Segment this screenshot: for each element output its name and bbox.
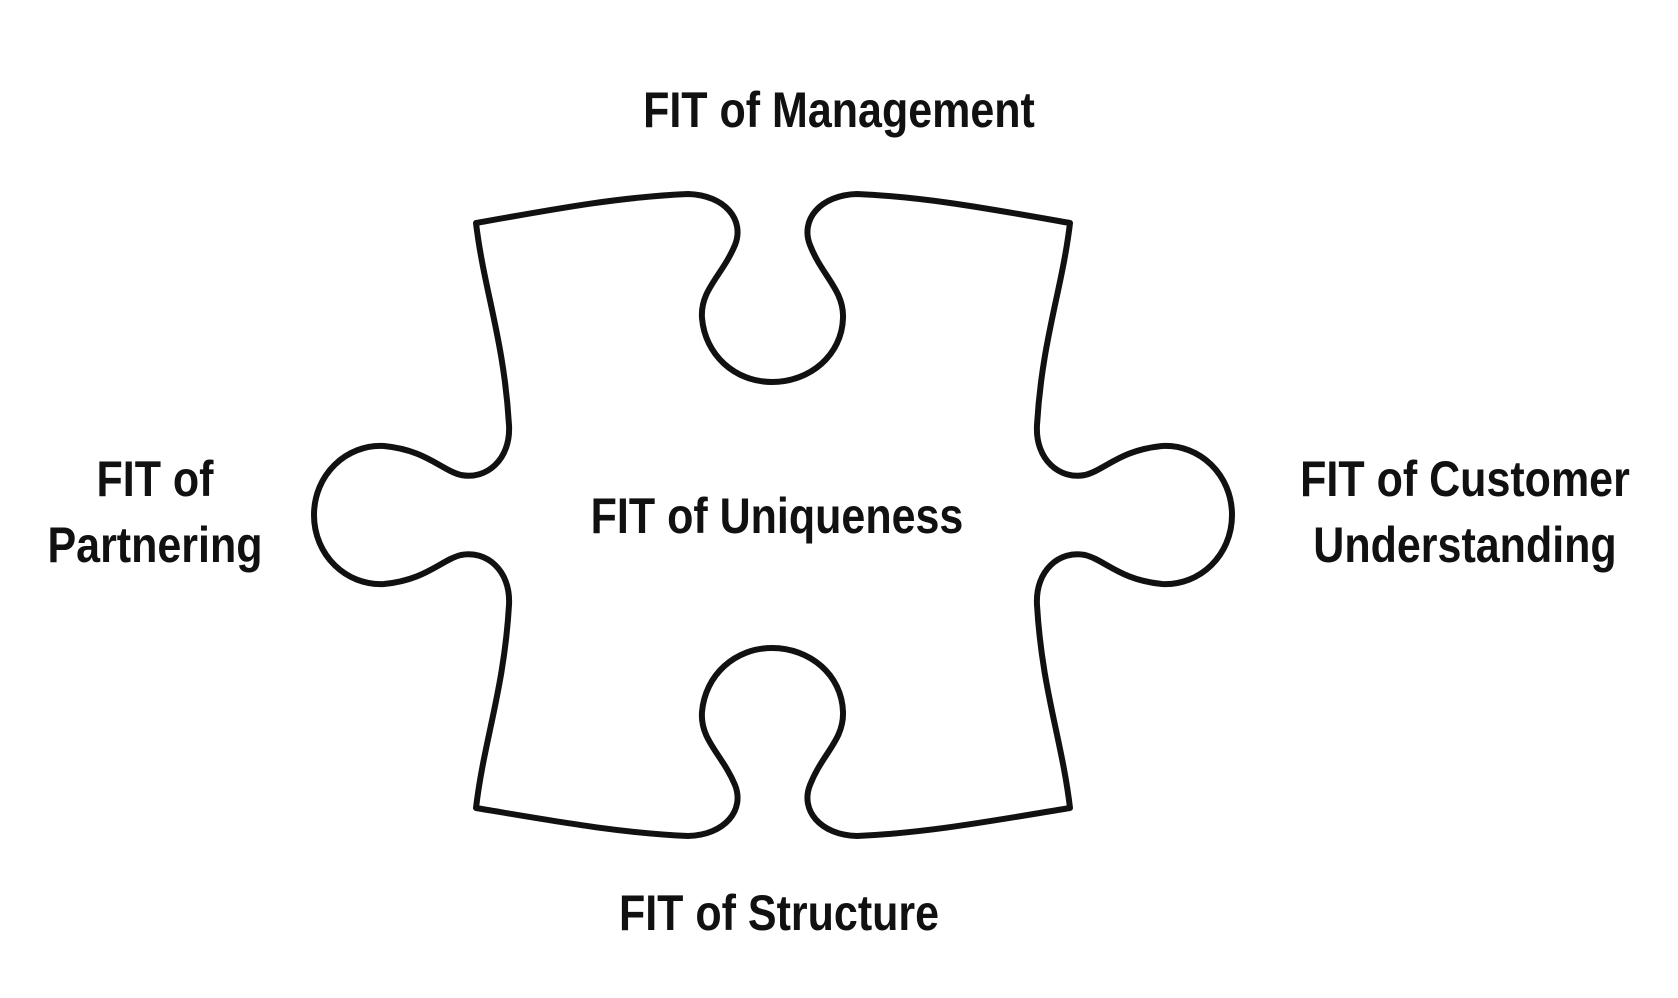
- label-structure: FIT of Structure: [618, 885, 940, 941]
- label-customer-understanding-line2: Understanding: [1313, 517, 1617, 573]
- label-partnering-line2: Partnering: [47, 517, 263, 573]
- label-management: FIT of Management: [643, 82, 1035, 138]
- label-uniqueness: FIT of Uniqueness: [590, 488, 964, 544]
- label-partnering: FIT of Partnering: [22, 446, 289, 578]
- label-customer-understanding: FIT of Customer Understanding: [1284, 446, 1645, 578]
- label-partnering-line1: FIT of: [96, 451, 214, 507]
- label-customer-understanding-line1: FIT of Customer: [1300, 451, 1630, 507]
- puzzle-piece-outline: [311, 191, 1235, 839]
